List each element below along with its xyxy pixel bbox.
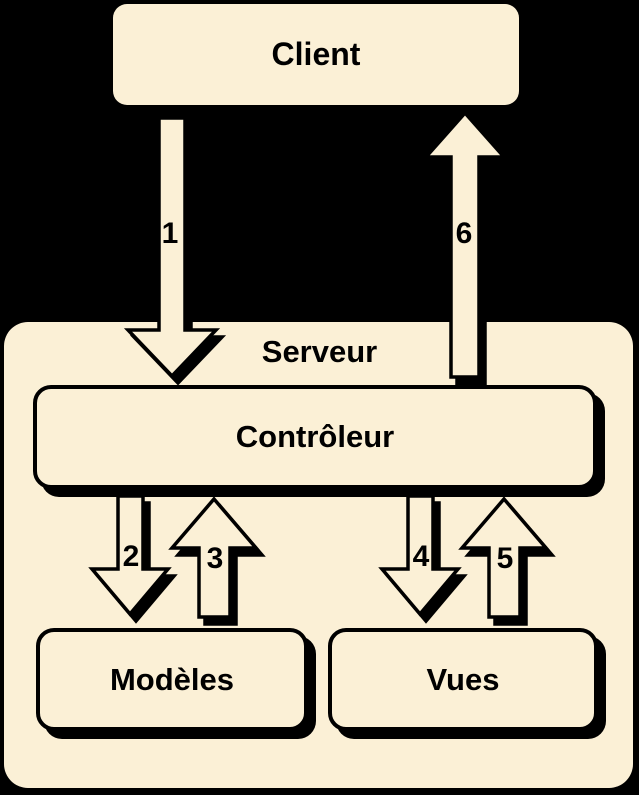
arrow-4-number: 4 <box>412 540 430 573</box>
client-label: Client <box>271 36 361 72</box>
arrow-1-down-icon <box>123 116 221 379</box>
arrow-3-number: 3 <box>206 542 224 575</box>
arrow-5-number: 5 <box>496 542 514 575</box>
modeles-label: Modèles <box>109 661 235 697</box>
controleur-box: Contrôleur <box>33 385 597 489</box>
serveur-label: Serveur <box>261 334 378 369</box>
arrow-3-up-icon <box>168 496 260 619</box>
arrow-4-down-icon <box>378 494 462 617</box>
vues-box: Vues <box>328 628 598 731</box>
controleur-label: Contrôleur <box>235 419 395 454</box>
arrow-6-up-icon <box>422 110 508 379</box>
client-box: Client <box>113 4 519 105</box>
arrow-2-number: 2 <box>122 540 140 573</box>
modeles-box: Modèles <box>36 628 308 731</box>
arrow-2-down-icon <box>88 494 172 617</box>
arrow-6-number: 6 <box>455 217 473 250</box>
arrow-5-up-icon <box>458 496 550 619</box>
arrow-1-number: 1 <box>161 217 179 250</box>
vues-label: Vues <box>426 661 500 697</box>
